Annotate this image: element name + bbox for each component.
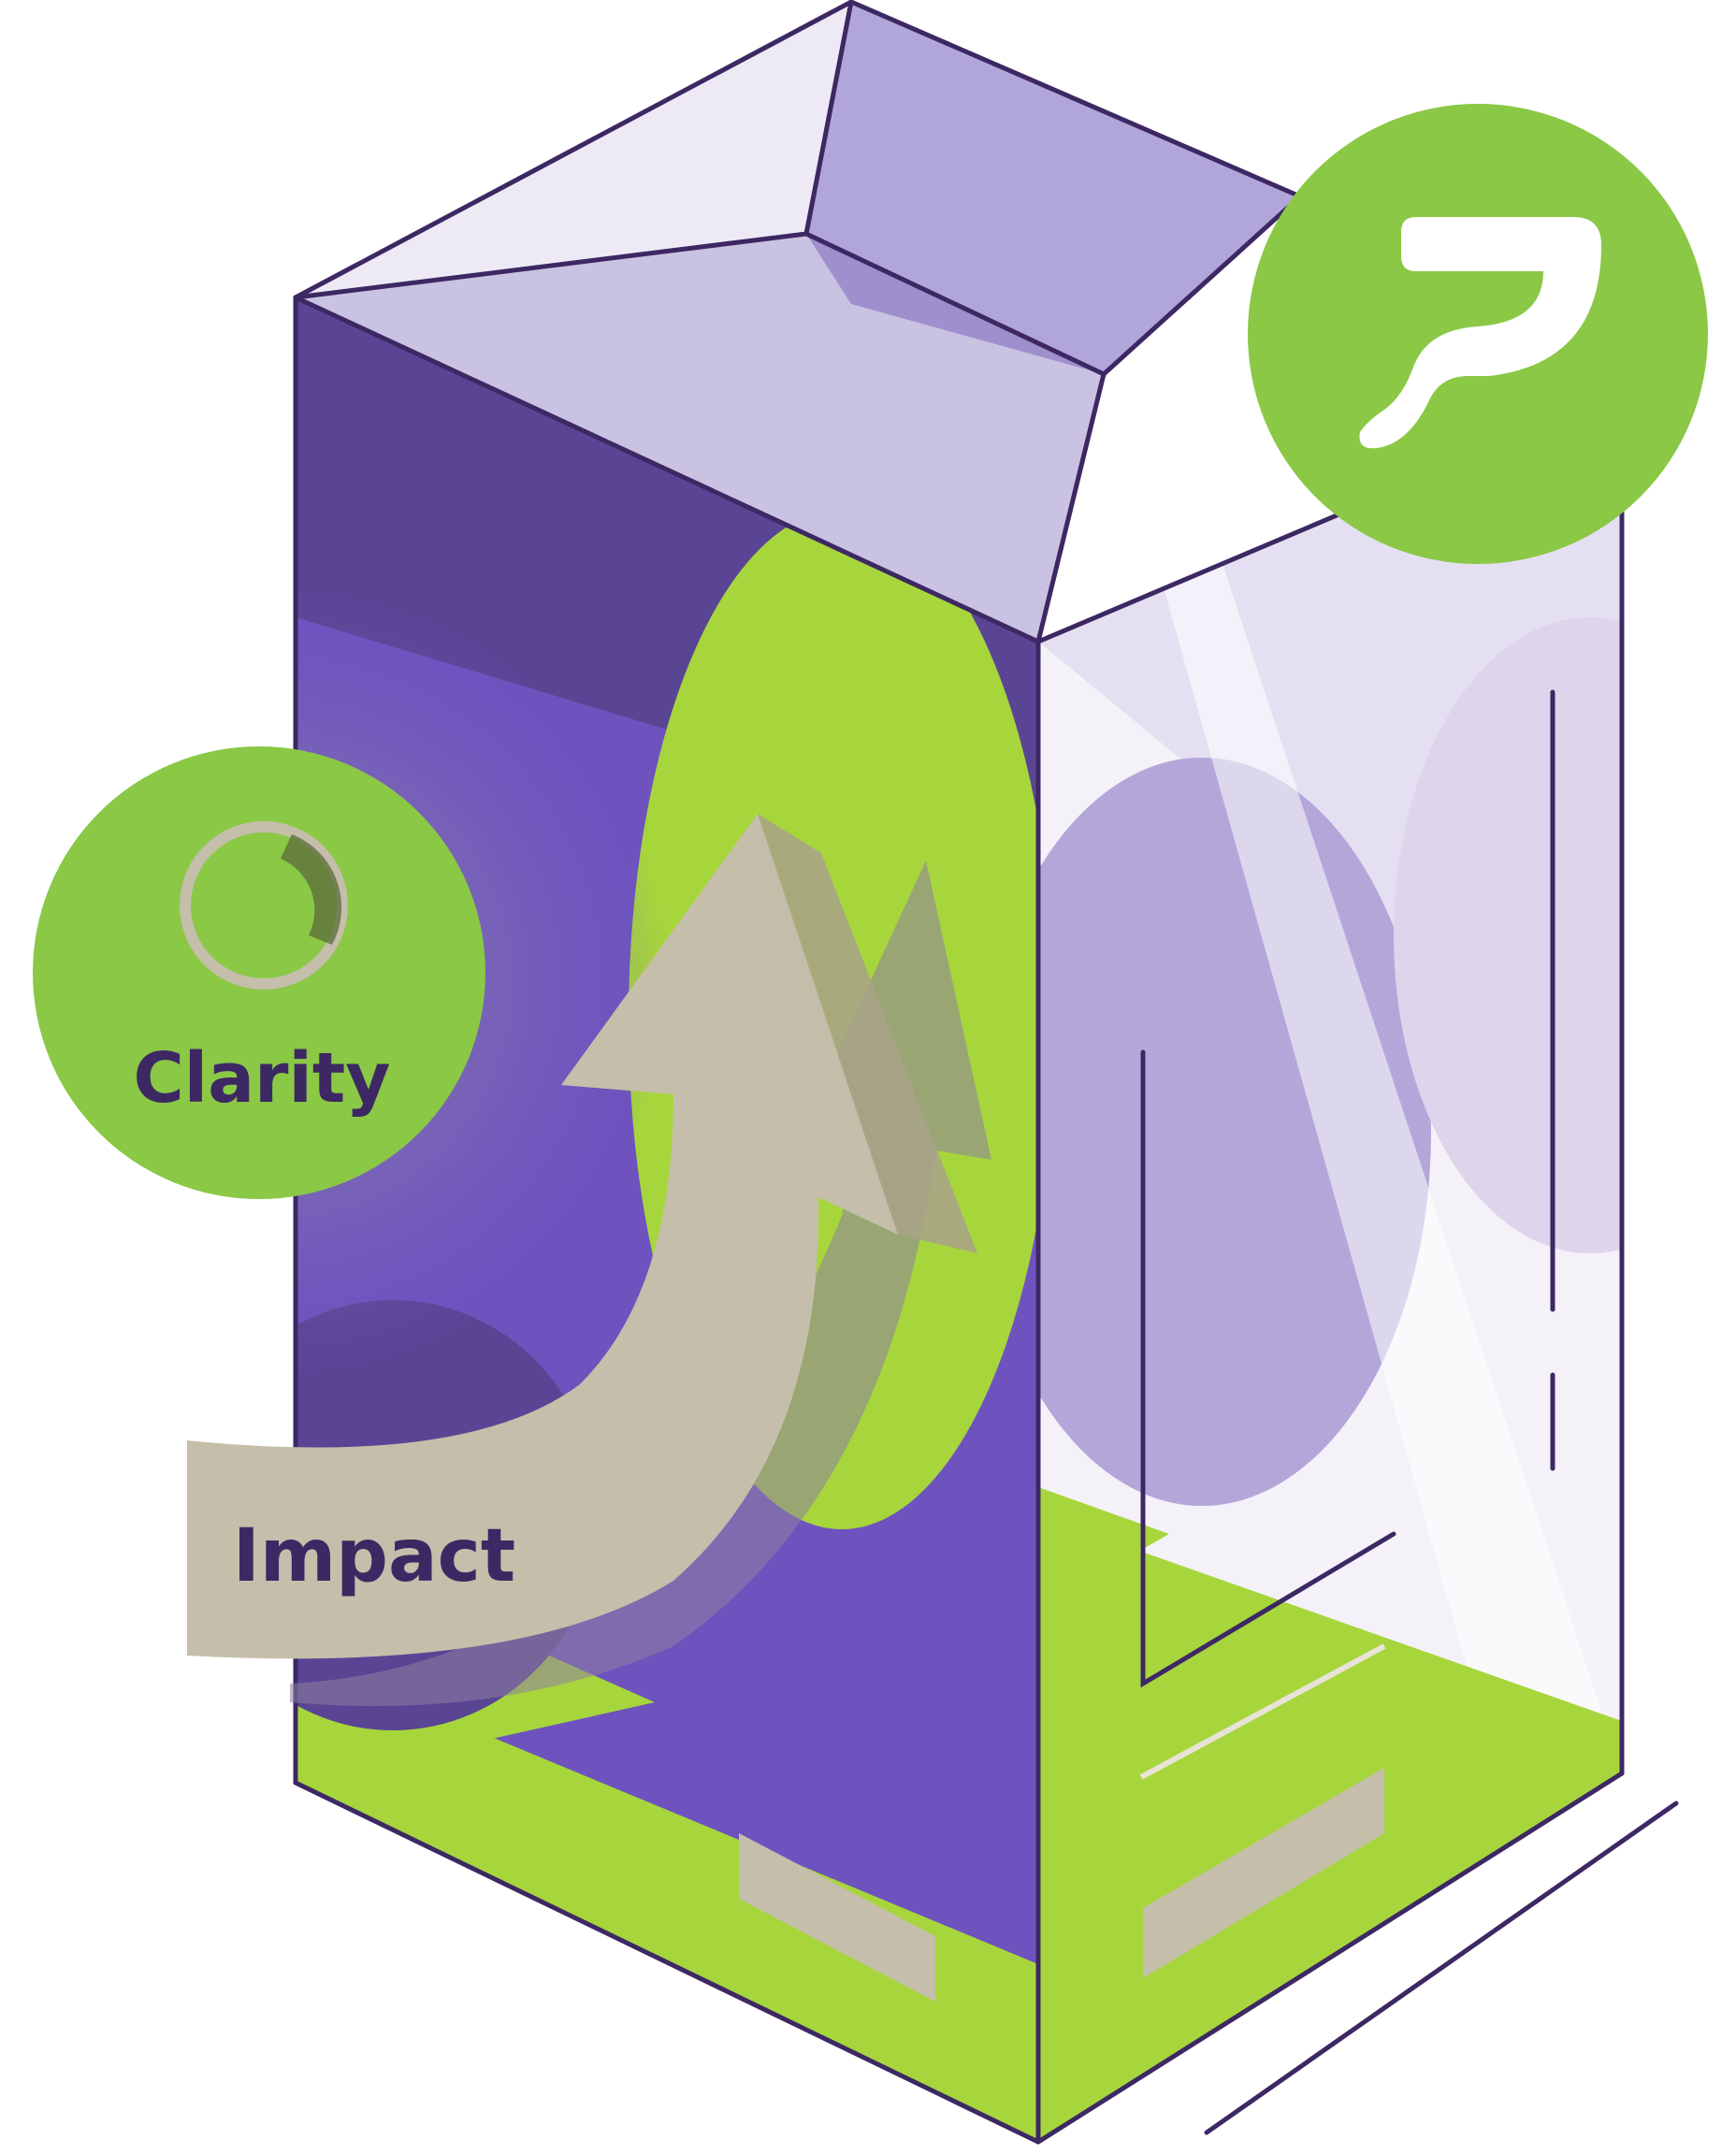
floor-bar-right	[1143, 1768, 1384, 1978]
floor-highlight	[1139, 1643, 1386, 1780]
floor-bar-left	[739, 1833, 935, 2002]
floor-bars	[739, 1768, 1384, 2002]
curved-up-arrow-icon	[187, 814, 991, 1706]
box-lid-back	[806, 2, 1300, 374]
stylized-p-logo-icon	[1359, 217, 1601, 449]
ring-progress-icon	[180, 821, 348, 990]
clarity-badge: Clarity	[33, 746, 485, 1199]
logo-badge	[1248, 104, 1708, 564]
reflection-beam	[1104, 395, 1622, 1773]
clarity-label: Clarity	[133, 1038, 390, 1119]
impact-label: Impact	[233, 1514, 515, 1598]
pale-circle-right	[1394, 617, 1622, 1253]
box-inner-lines	[1140, 689, 1555, 1688]
box-outline	[293, 0, 1625, 2145]
ground-line	[1204, 1801, 1679, 2135]
box-lid-left	[296, 234, 1104, 642]
